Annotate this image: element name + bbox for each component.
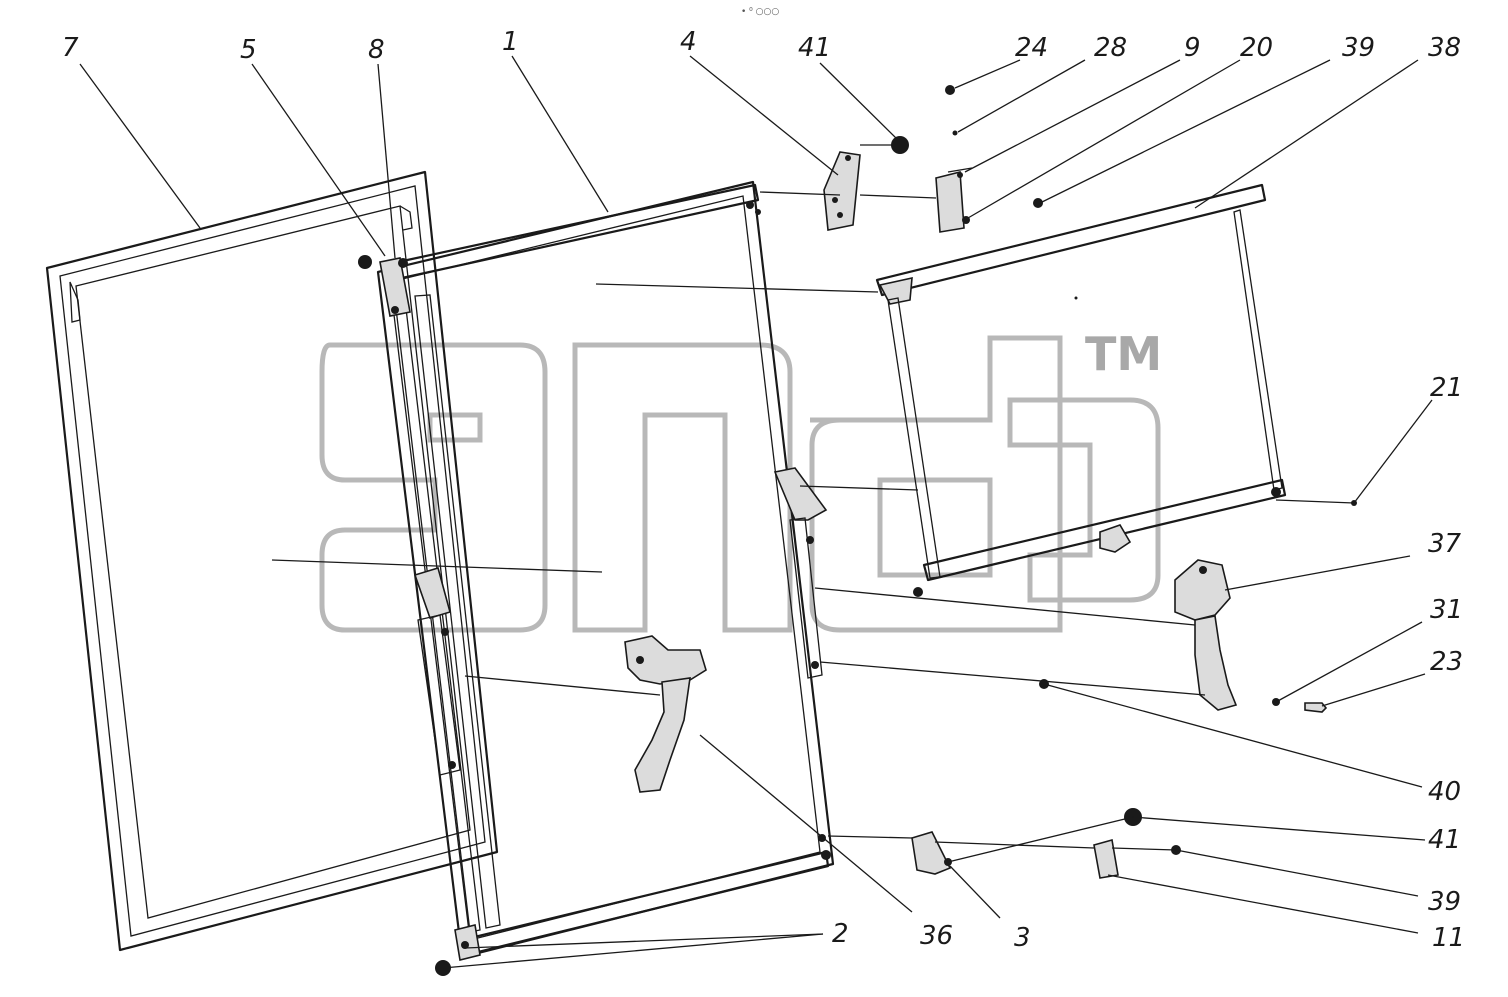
callout-labels: 7 5 8 1 4 41 24 28 9 20 39 38 21 37 31 2… <box>62 27 1465 953</box>
callout-41-lower: 41 <box>1428 825 1461 855</box>
callout-11: 11 <box>1432 923 1465 953</box>
hinge-part-3 <box>911 831 952 875</box>
callout-4: 4 <box>680 27 697 57</box>
handle-part-36 <box>624 635 707 793</box>
callout-38: 38 <box>1428 33 1461 63</box>
screw-23 <box>1304 702 1328 713</box>
callout-20: 20 <box>1240 33 1273 63</box>
callout-39-top: 39 <box>1342 33 1375 63</box>
door-frame-part-1 <box>358 180 835 976</box>
handle-part-37 <box>1174 559 1238 711</box>
callout-41-top: 41 <box>798 33 831 63</box>
back-panel-part-7 <box>45 170 499 952</box>
top-mark: • ⁰ ○○○ <box>741 7 779 17</box>
hinge-part-9 <box>891 85 1043 233</box>
callout-36: 36 <box>920 921 953 951</box>
callout-2: 2 <box>832 919 849 949</box>
callout-21: 21 <box>1430 373 1463 403</box>
callout-5: 5 <box>240 35 257 65</box>
leader-lines <box>79 55 1433 969</box>
sun-blind-part-38 <box>875 183 1287 597</box>
callout-8: 8 <box>368 35 385 65</box>
callout-23: 23 <box>1430 647 1463 677</box>
callout-7: 7 <box>62 33 79 63</box>
callout-31: 31 <box>1430 595 1463 625</box>
callout-37: 37 <box>1428 529 1462 559</box>
watermark-logo: TM <box>319 327 1162 633</box>
callout-39-lower: 39 <box>1428 887 1461 917</box>
callout-24: 24 <box>1015 33 1048 63</box>
callout-1: 1 <box>502 27 519 57</box>
hinge-bracket-part-4 <box>823 151 861 231</box>
callout-3: 3 <box>1014 923 1031 953</box>
hinge-part-11 <box>1093 838 1119 879</box>
callout-9: 9 <box>1184 33 1201 63</box>
callout-28: 28 <box>1094 33 1127 63</box>
watermark-trademark: TM <box>1085 327 1162 381</box>
callout-40: 40 <box>1428 777 1461 807</box>
